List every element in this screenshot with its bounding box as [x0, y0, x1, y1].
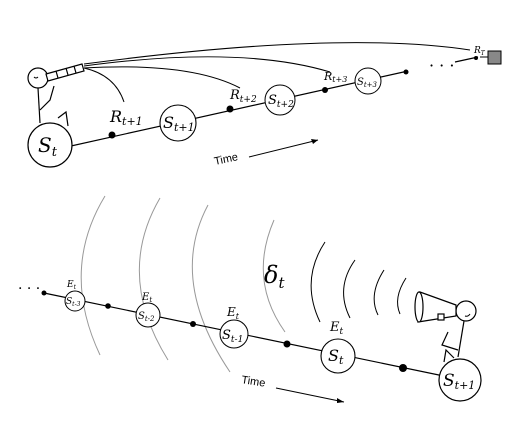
top-ellipsis: · · ·	[429, 56, 454, 75]
time-label-top: Time	[213, 151, 239, 168]
agent-head	[27, 67, 49, 89]
state-label: St	[328, 346, 344, 367]
trace-label: Et	[226, 305, 240, 321]
state-label-current: St	[38, 133, 58, 160]
state-circle	[219, 319, 249, 349]
time-label-bottom: Time	[241, 374, 267, 390]
state-label: St+2	[268, 93, 294, 110]
state-label: St-3	[66, 297, 81, 308]
state-circle	[264, 84, 296, 116]
agent-head	[455, 300, 477, 322]
reward-dot	[322, 87, 328, 93]
agent-telescope-figure	[27, 63, 85, 127]
top-trajectory-line	[61, 70, 409, 149]
state-circle	[135, 302, 161, 328]
state-label: St-2	[138, 311, 155, 323]
trace-label: Et	[66, 280, 77, 291]
reward-dot	[105, 303, 111, 309]
reward-label: Rt+2	[229, 88, 257, 105]
reward-dot	[403, 69, 409, 75]
state-label: St+3	[357, 77, 378, 89]
reward-dot	[226, 105, 234, 113]
megaphone-icon	[414, 291, 457, 323]
state-circle-next	[438, 358, 482, 402]
agent-megaphone-figure	[414, 291, 477, 363]
state-circle	[64, 290, 86, 312]
reward-dot	[474, 56, 478, 60]
time-arrow-bottom	[275, 387, 345, 403]
forward-arcs	[83, 42, 471, 103]
td-error-arcs-dark	[310, 241, 407, 323]
reward-dot	[41, 290, 47, 296]
state-circle	[354, 67, 382, 95]
state-label: St-1	[222, 328, 243, 345]
state-label-next: St+1	[443, 371, 475, 392]
reward-label: Rt+3	[323, 70, 347, 84]
backward-view-diagram: δt · · · Et Et Et Et St-3 St-2	[18, 195, 482, 403]
time-arrow-top	[248, 139, 319, 158]
terminal-state-box	[487, 50, 502, 65]
state-circle-current	[27, 122, 73, 168]
td-error-label: δt	[264, 261, 285, 292]
trace-label: Et	[329, 320, 344, 337]
bottom-trajectory-line	[43, 292, 464, 381]
bottom-ellipsis: · · ·	[18, 281, 40, 297]
state-circle	[320, 338, 356, 374]
trace-label: Et	[141, 292, 152, 304]
state-label: St+1	[163, 113, 195, 134]
telescope-icon	[45, 63, 85, 82]
terminal-reward-label: RT	[473, 46, 486, 57]
reward-dot	[283, 340, 291, 348]
reward-dot	[190, 321, 196, 327]
reward-dot	[399, 364, 407, 372]
td-error-arcs	[80, 195, 286, 373]
reward-label: Rt+1	[109, 107, 143, 128]
forward-view-diagram: · · · RT St St+1 St+2 St+3 Rt+1 Rt+2	[27, 42, 502, 168]
state-circle	[159, 104, 197, 142]
reward-dot	[108, 131, 116, 139]
